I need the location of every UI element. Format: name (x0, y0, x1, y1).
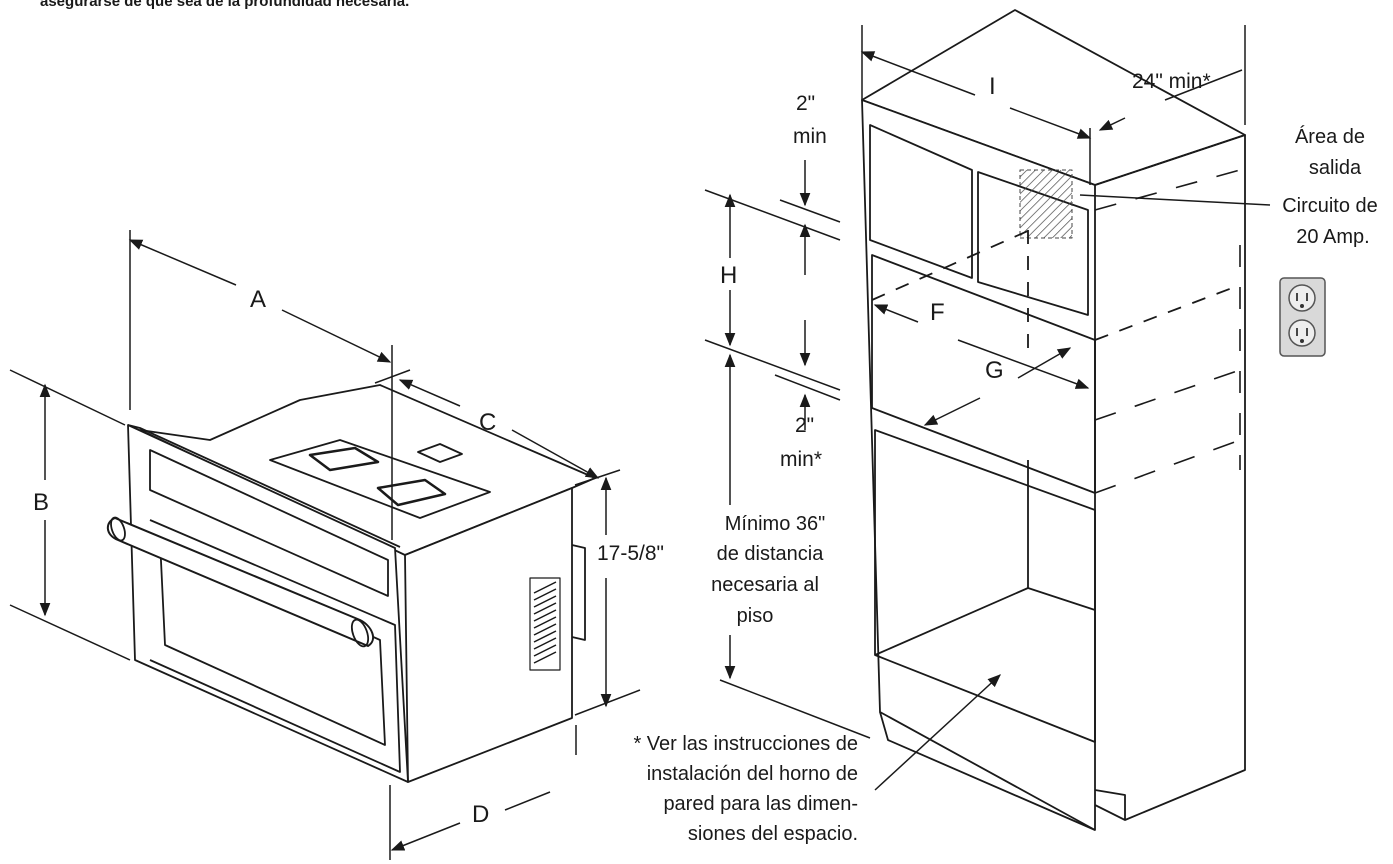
oven-top-vent (269, 439, 491, 519)
floor-note-line: piso (737, 605, 774, 627)
label-top-clearance-unit: min (793, 125, 827, 148)
label-cutout-width-i: I (989, 73, 996, 100)
floor-clearance-note: Mínimo 36" de distancia necesaria al pis… (711, 513, 825, 627)
label-bottom-clearance-value: 2" (795, 414, 814, 437)
oven-dimensions (9, 230, 641, 860)
cabinet-side (1094, 134, 1246, 821)
label-bottom-clearance-unit: min* (780, 448, 822, 471)
lower-cabinet-opening (874, 429, 1096, 743)
outlet-note-line: Área de (1295, 125, 1365, 148)
footnote: * Ver las instrucciones de instalación d… (633, 733, 858, 845)
oven-drawing (106, 384, 596, 783)
label-height-b: B (33, 489, 49, 516)
footnote-line: pared para las dimen- (663, 793, 858, 815)
outlet-note-line: 20 Amp. (1296, 226, 1369, 248)
label-side-height: 17-5/8" (597, 542, 664, 565)
outlet-area-hatch (1019, 169, 1073, 239)
upper-left-compartment (869, 124, 973, 279)
oven-side (404, 487, 573, 783)
cabinet-drawing (861, 9, 1246, 831)
label-top-depth: 24" min* (1132, 70, 1211, 93)
floor-note-line: necesaria al (711, 574, 819, 596)
label-cutout-f: F (930, 299, 945, 326)
outlet-area-note: Área de salida Circuito de 20 Amp. (1282, 125, 1378, 248)
floor-note-line: Mínimo 36" (725, 513, 825, 535)
header-note: asegurarse de que sea de la profundidad … (40, 0, 410, 10)
electrical-outlet-icon (1279, 277, 1326, 357)
label-top-clearance-value: 2" (796, 92, 815, 115)
outlet-note-line: Circuito de (1282, 195, 1378, 217)
footnote-line: siones del espacio. (688, 823, 858, 845)
label-depth-c: C (479, 409, 496, 436)
footnote-line: instalación del horno de (647, 763, 858, 785)
label-cutout-g: G (985, 357, 1004, 384)
label-depth-d: D (472, 801, 489, 828)
side-grille (529, 577, 561, 671)
cabinet-dimensions (575, 25, 1271, 791)
footnote-line: * Ver las instrucciones de (633, 733, 858, 755)
oven-door-handle (106, 517, 375, 647)
outlet-note-line: salida (1309, 157, 1362, 179)
label-cutout-height-h: H (720, 262, 737, 289)
floor-note-line: de distancia (717, 543, 825, 565)
label-width-a: A (250, 286, 266, 313)
oven-control-panel (149, 449, 389, 597)
